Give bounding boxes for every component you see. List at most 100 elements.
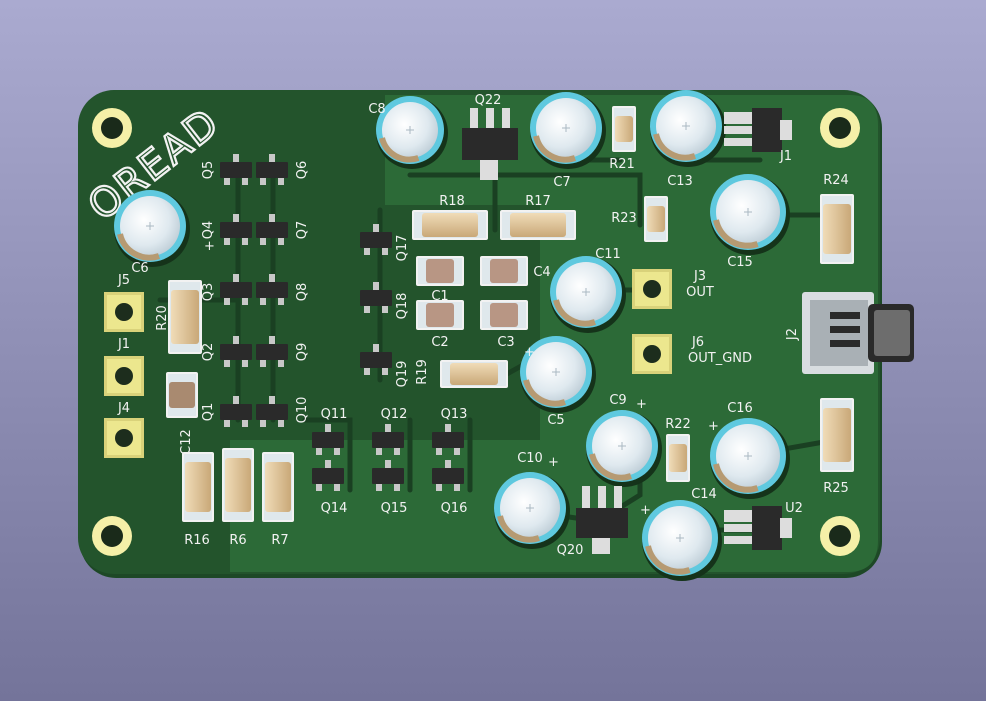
designator-c16: C16 (727, 401, 753, 416)
designator-q7: Q7 (295, 221, 310, 240)
designator-q17: Q17 (395, 235, 410, 262)
designator-q10: Q10 (295, 397, 310, 424)
designator-c7: C7 (553, 175, 570, 190)
designator-q16: Q16 (441, 501, 468, 516)
designator-q1: Q1 (201, 403, 216, 422)
designator-r16: R16 (184, 533, 210, 548)
designator-c8: C8 (368, 102, 385, 117)
designator-j1: J1 (117, 337, 130, 352)
pin-header-j6 (632, 334, 672, 374)
transistor-q11 (312, 424, 344, 455)
resistor-r16 (182, 452, 214, 522)
designator-q6: Q6 (295, 161, 310, 180)
designator-q5: Q5 (201, 161, 216, 180)
designator-j4: J4 (117, 401, 130, 416)
designator-j2: J2 (785, 328, 800, 341)
designator-q12: Q12 (381, 407, 408, 422)
designator-q20: Q20 (557, 543, 584, 558)
resistor-r19 (440, 360, 508, 388)
designator-r18: R18 (439, 194, 465, 209)
capacitor-c2 (416, 300, 464, 330)
designator-q13: Q13 (441, 407, 468, 422)
polarity-mark: + (524, 345, 535, 360)
designator-j5: J5 (117, 273, 130, 288)
capacitor-c4 (480, 256, 528, 286)
designator-q22: Q22 (475, 93, 502, 108)
transistor-q13 (432, 424, 464, 455)
regulator-u2 (724, 506, 792, 550)
capacitor-c15 (710, 174, 790, 255)
capacitor-c3 (480, 300, 528, 330)
transistor-q5 (220, 154, 252, 185)
resistor-r6 (222, 448, 254, 522)
designator-j6: J6 (691, 335, 704, 350)
designator-q9: Q9 (295, 343, 310, 362)
designator-r25: R25 (823, 481, 849, 496)
designator-r24: R24 (823, 173, 849, 188)
transistor-q4 (220, 214, 252, 245)
transistor-q9 (256, 336, 288, 367)
resistor-r22 (666, 434, 690, 482)
designator-r21: R21 (609, 157, 635, 172)
designator-r6: R6 (229, 533, 246, 548)
transistor-q18 (360, 282, 392, 313)
transistor-q6 (256, 154, 288, 185)
polarity-mark: + (708, 419, 719, 434)
resistor-r21 (612, 106, 636, 152)
transistor-q7 (256, 214, 288, 245)
resistor-r20 (168, 280, 202, 354)
designator-c9: C9 (609, 393, 626, 408)
capacitor-c9 (586, 410, 662, 487)
designator-c12: C12 (179, 429, 194, 455)
resistor-r7 (262, 452, 294, 522)
designator-r19: R19 (415, 359, 430, 385)
transistor-q16 (432, 460, 464, 491)
designator-q11: Q11 (321, 407, 348, 422)
transistor-q15 (372, 460, 404, 491)
designator-c1: C1 (431, 289, 448, 304)
polarity-mark: + (548, 455, 559, 470)
designator-c5: C5 (547, 413, 564, 428)
pin-header-j5 (104, 292, 144, 332)
designator-u2: U2 (785, 501, 803, 516)
resistor-r18 (412, 210, 488, 240)
polarity-mark: + (636, 397, 647, 412)
capacitor-c1 (416, 256, 464, 286)
capacitor-c14 (642, 500, 722, 581)
designator-r17: R17 (525, 194, 551, 209)
designator-c15: C15 (727, 255, 753, 270)
capacitor-c16 (710, 418, 790, 499)
resistor-r25 (820, 398, 854, 472)
capacitor-c7 (530, 92, 606, 169)
designator-c6: C6 (131, 261, 148, 276)
transistor-q14 (312, 460, 344, 491)
capacitor-c5 (520, 336, 596, 413)
designator-c3: C3 (497, 335, 514, 350)
resistor-r17 (500, 210, 576, 240)
designator-q2: Q2 (201, 343, 216, 362)
designator-out: OUT (686, 285, 714, 300)
resistor-r23 (644, 196, 668, 242)
transistor-q19 (360, 344, 392, 375)
mounting-hole-top-left (92, 108, 132, 148)
pin-header-j3 (632, 269, 672, 309)
designator-r23: R23 (611, 211, 637, 226)
designator-u1: J1 (779, 149, 792, 164)
designator-c4: C4 (533, 265, 550, 280)
designator-q15: Q15 (381, 501, 408, 516)
usb-connector-j2 (802, 292, 914, 374)
designator-q19: Q19 (395, 361, 410, 388)
designator-j3: J3 (693, 269, 706, 284)
capacitor-c11 (550, 256, 626, 333)
designator-r7: R7 (271, 533, 288, 548)
capacitor-c8 (376, 96, 448, 169)
transistor-q3 (220, 274, 252, 305)
designator-c2: C2 (431, 335, 448, 350)
mounting-hole-top-right (820, 108, 860, 148)
mounting-hole-bottom-right (820, 516, 860, 556)
capacitor-c12 (166, 372, 198, 418)
designator-c10: C10 (517, 451, 543, 466)
polarity-mark: + (640, 503, 651, 518)
designator-c11: C11 (595, 247, 621, 262)
mounting-hole-bottom-left (92, 516, 132, 556)
